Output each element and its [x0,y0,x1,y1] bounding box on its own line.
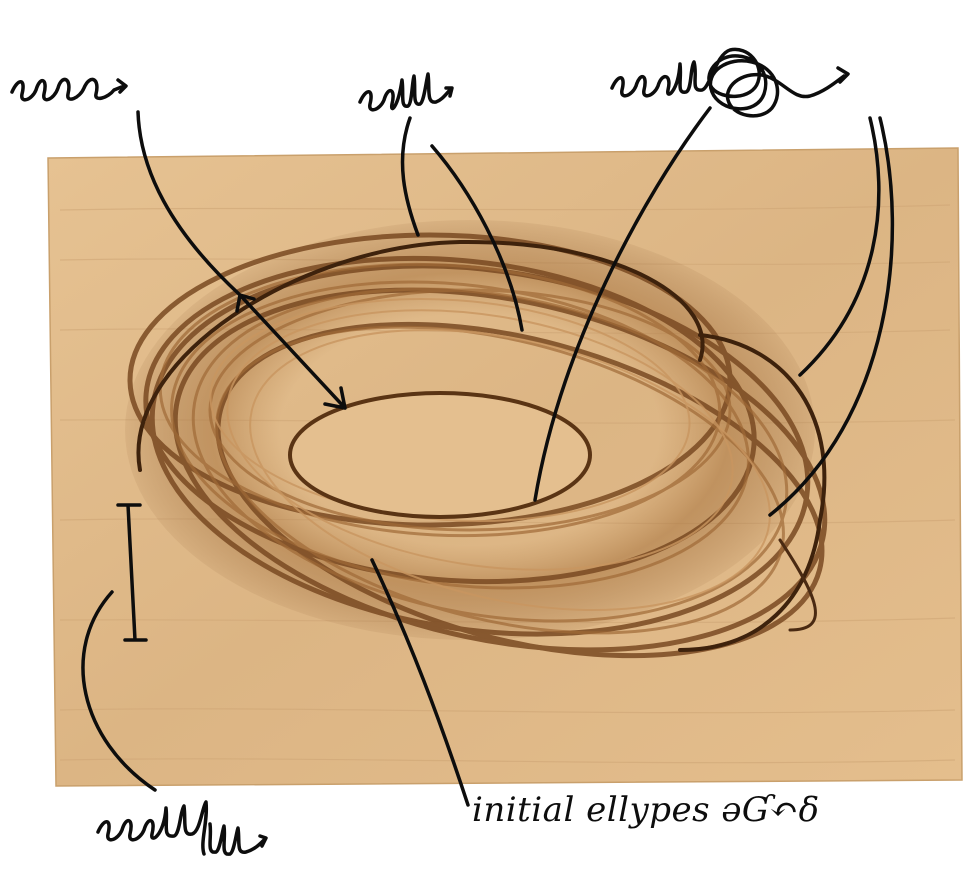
scribble-label-top-center [360,74,452,110]
scribble-label-bottom-left [98,802,266,854]
scribble-label-top-right [612,49,848,115]
scribble-label-top-left [12,79,126,99]
initial-ellipses-label: initial ellypes əƓ↶δ [472,790,820,830]
